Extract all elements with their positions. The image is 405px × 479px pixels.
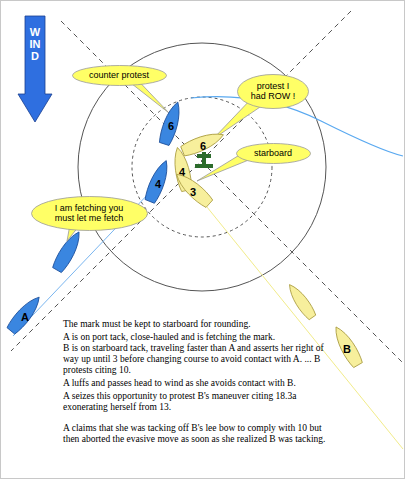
boat-label: B	[336, 343, 358, 355]
boat-label: 6	[160, 120, 182, 132]
layline	[61, 21, 404, 364]
boat-label: 4	[147, 178, 169, 190]
speech-bubble: starboard	[236, 143, 311, 164]
speech-bubble: counter protest	[72, 65, 167, 86]
note-text: The mark must be kept to starboard for r…	[63, 319, 335, 330]
boat-label: 3	[182, 186, 204, 198]
note-text: A seizes this opportunity to protest B's…	[63, 391, 335, 413]
bubble-text: I am fetching you must let me fetch	[50, 203, 128, 223]
bubble-text: WIND	[30, 16, 41, 62]
bubble-text: starboard	[249, 148, 297, 158]
boat-label: A	[14, 311, 36, 323]
bubble-text: protest I had ROW !	[250, 81, 296, 101]
note-text: A claims that she was tacking off B's le…	[63, 423, 335, 445]
boat: 4	[147, 159, 169, 203]
track-a	[13, 191, 151, 336]
note-text: B is on starboard tack, traveling faster…	[63, 343, 335, 376]
boat-label: 6	[192, 140, 214, 152]
boat: A	[14, 292, 36, 336]
wind-arrow: WIND	[18, 16, 52, 122]
note-text: A luffs and passes head to wind as she a…	[63, 378, 335, 389]
boat: B	[336, 324, 358, 368]
mark-symbol	[195, 152, 213, 168]
boat-hull	[285, 281, 318, 321]
boat: 6	[160, 101, 182, 145]
inner-circle	[132, 97, 272, 237]
boat: 6	[192, 121, 214, 165]
layline	[11, 11, 351, 351]
note-text: A is on port tack, close-hauled and is f…	[63, 332, 335, 343]
boat: 3	[182, 167, 204, 211]
bubble-text: counter protest	[88, 70, 150, 80]
notes: The mark must be kept to starboard for r…	[63, 319, 335, 445]
speech-bubble: protest I had ROW !	[237, 74, 309, 109]
speech-bubble: I am fetching you must let me fetch	[31, 196, 148, 231]
